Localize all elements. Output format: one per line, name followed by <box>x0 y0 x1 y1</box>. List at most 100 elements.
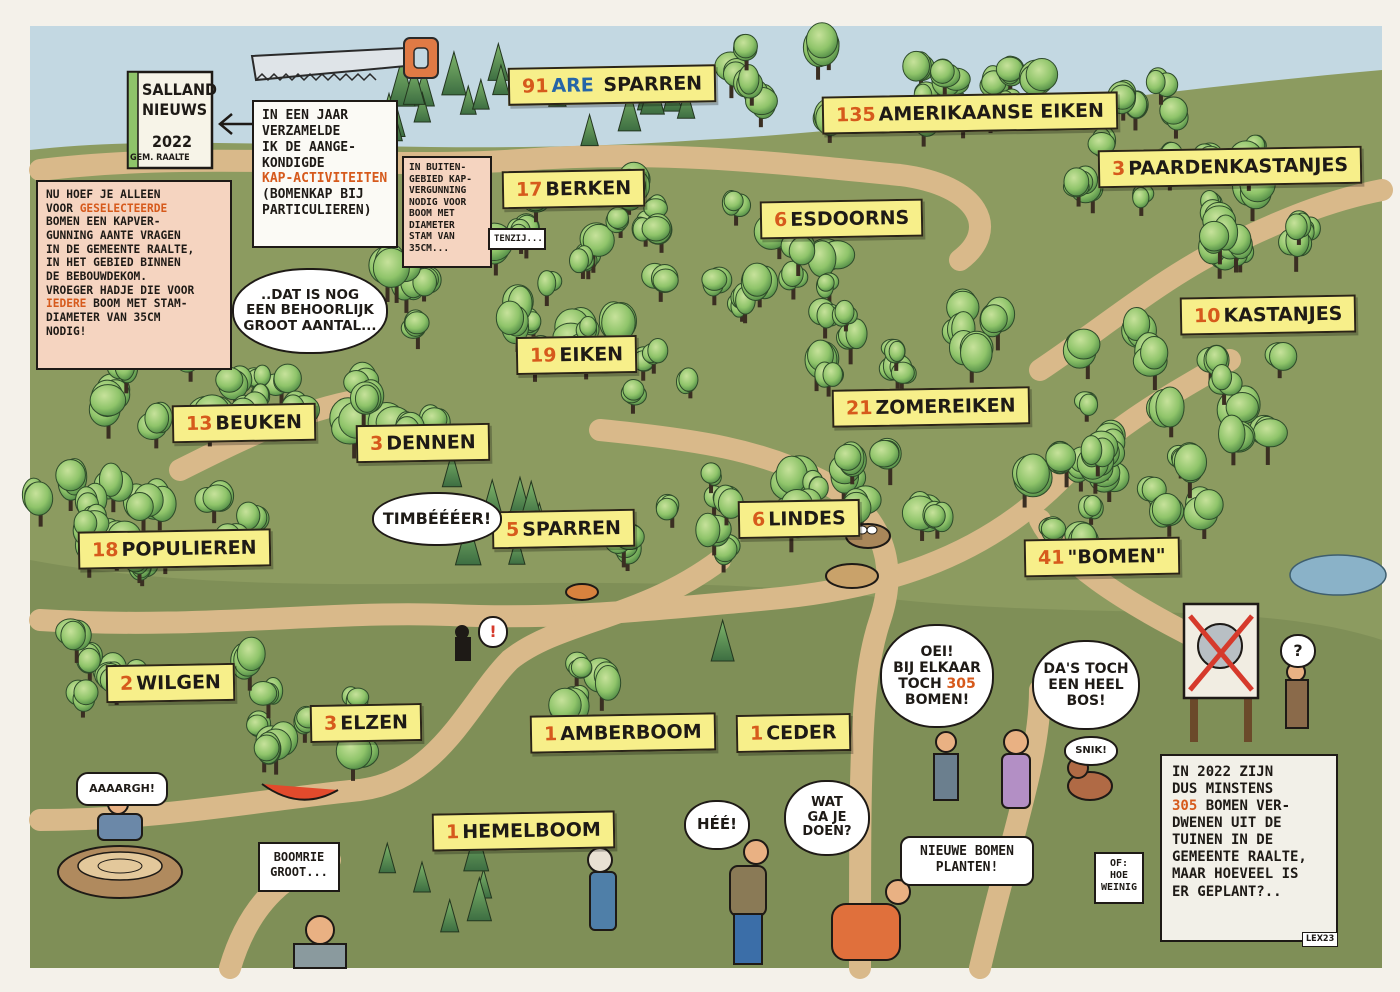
ribbon-count: 3 <box>369 432 384 455</box>
exclaim-bubble: ! <box>478 616 508 648</box>
pine-icon <box>508 533 526 565</box>
person-running <box>831 879 911 961</box>
ribbon-name: CEDER <box>766 721 837 745</box>
boomrie-line: GROOT... <box>270 864 328 879</box>
ribbon-name: AMERIKAANSE EIKEN <box>878 99 1105 126</box>
rule-line: IN DE GEMEENTE RAALTE, <box>46 242 195 256</box>
remark-line: GROOT AANTAL... <box>243 317 377 334</box>
tree-icon <box>721 190 752 226</box>
tree-icon <box>1132 183 1155 216</box>
tree-icon <box>1078 494 1104 525</box>
tree-icon <box>349 379 385 427</box>
rule-line: DIAMETER VAN 35CM <box>46 310 161 324</box>
ribbon-name: POPULIEREN <box>121 536 257 561</box>
outer-line: STAM VAN <box>409 231 455 243</box>
ribbon-name: PAARDENKASTANJES <box>1128 153 1349 180</box>
pond <box>1289 554 1387 596</box>
tree-icon <box>194 480 235 524</box>
tree-icon <box>930 58 961 102</box>
pine-icon <box>580 112 599 147</box>
ribbon-name: KASTANJES <box>1223 302 1343 327</box>
tree-icon <box>1145 67 1179 105</box>
oei-text-part: TOCH <box>898 676 947 692</box>
final-line: DWENEN UIT DE <box>1172 815 1282 832</box>
tree-icon <box>831 299 858 332</box>
rule-line: VROEGER HADJE DIE VOOR <box>46 283 195 297</box>
tree-icon <box>815 272 840 304</box>
bird <box>825 563 879 589</box>
tree-icon <box>902 50 936 94</box>
ribbon-count: 6 <box>751 508 766 531</box>
tree-icon <box>137 401 173 449</box>
of-line: WEINIG <box>1100 882 1138 894</box>
tree-icon <box>253 731 282 773</box>
person-blue <box>587 847 617 931</box>
rule-line: NODIG! <box>46 324 87 338</box>
ribbon-count: 18 <box>91 538 119 562</box>
ribbon-count: 91 <box>521 75 549 98</box>
tree-icon <box>1159 96 1189 139</box>
rule-line: IN HET GEBIED BINNEN <box>46 256 181 270</box>
ribbon-name: SPARREN <box>603 72 703 97</box>
brochure-gem: GEM. RAALTE <box>130 153 190 163</box>
pine-icon <box>441 450 463 488</box>
final-line: ER GEPLANT?.. <box>1172 883 1282 900</box>
pine-icon <box>413 91 432 123</box>
tree-icon <box>215 365 253 408</box>
tree-icon <box>1062 167 1094 207</box>
ribbon-name: ELZEN <box>340 711 409 735</box>
rule-highlight: GESELECTEERDE <box>79 201 168 215</box>
oei-text: OEI! BIJ ELKAAR TOCH 305 BOMEN! <box>893 644 981 708</box>
of-line: HOE <box>1109 870 1129 882</box>
brochure-title-line1: SALLAND <box>142 80 217 99</box>
ribbon-count: 5 <box>505 518 520 542</box>
tree-icon <box>712 484 744 526</box>
snik-bubble: SNIK! <box>1064 736 1118 766</box>
ribbon-count: 3 <box>323 712 338 735</box>
pine-icon <box>710 618 735 662</box>
rule-note: NU HOEF JE ALLEEN VOOR GESELECTEERDE BOM… <box>36 180 232 370</box>
rule-line: NU HOEF JE ALLEEN <box>46 188 161 201</box>
tree-icon <box>1208 363 1243 405</box>
ribbon-count: 6 <box>773 208 788 232</box>
nieuwe-bomen-bubble: NIEUWE BOMEN PLANTEN! <box>900 836 1034 886</box>
tenzij-bubble: TENZIJ... <box>488 228 546 250</box>
outer-line: IN BUITEN- <box>409 162 467 173</box>
ribbon-count: 1 <box>445 821 460 844</box>
tree-icon <box>1145 386 1185 438</box>
tree-icon <box>569 245 595 279</box>
brochure-year: 2022 <box>152 132 193 151</box>
wat-bubble: WAT GA JE DOEN? <box>784 780 870 856</box>
nieuwe-line: NIEUWE BOMEN <box>920 844 1014 859</box>
ribbon-name: SPARREN <box>522 516 622 541</box>
intro-line-highlight: KAP-ACTIVITEITEN <box>262 171 388 187</box>
remark-line: EEN BEHOORLIJK <box>246 302 374 319</box>
rule-text: VOOR <box>46 201 80 215</box>
final-line: MAAR HOEVEEL IS <box>1172 866 1299 883</box>
outer-line: BOOM MET <box>409 208 455 220</box>
das-text: DA'S TOCH EEN HEEL BOS! <box>1043 661 1128 709</box>
arrow-icon <box>218 113 252 135</box>
outer-line: NODIG VOOR <box>409 196 467 208</box>
outer-line: 35CM... <box>409 243 450 255</box>
rule-highlight: IEDERE <box>46 297 87 311</box>
intro-line: VERZAMELDE <box>262 123 341 139</box>
tree-icon <box>834 441 867 485</box>
oei-line: TOCH 305 <box>893 676 981 692</box>
aaargh-bubble: AAAARGH! <box>76 772 168 806</box>
tree-icon <box>733 64 764 106</box>
wat-text: WAT GA JE DOEN? <box>802 795 851 841</box>
ribbon-name: BEUKEN <box>215 410 303 435</box>
intro-line: IK DE AANGE- <box>262 139 356 155</box>
das-bubble: DA'S TOCH EEN HEEL BOS! <box>1032 640 1140 730</box>
rule-line: GUNNING AANTE VRAGEN <box>46 228 181 242</box>
tree-icon <box>1045 440 1077 488</box>
